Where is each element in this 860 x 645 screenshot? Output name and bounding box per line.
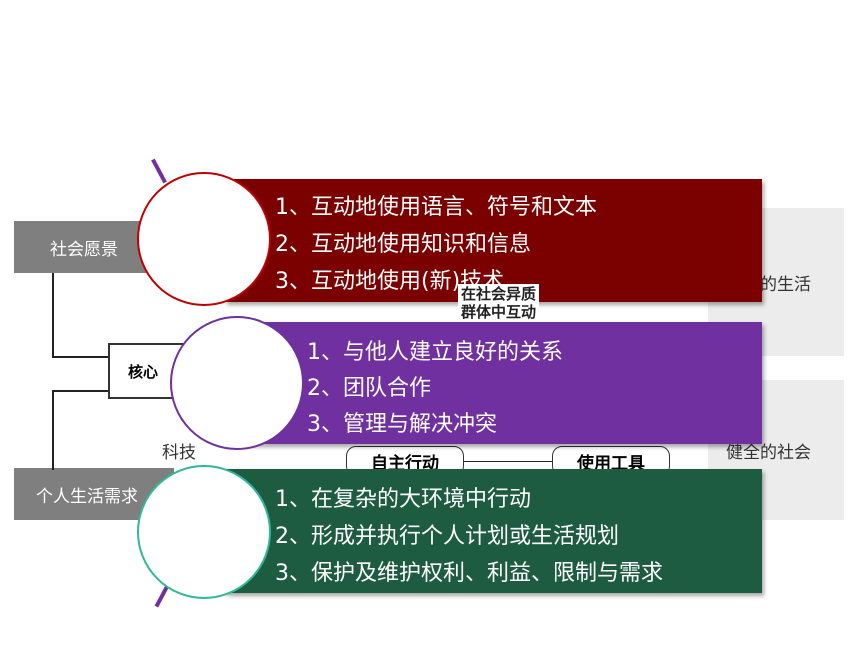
panel-autonomy: 1、在复杂的大环境中行动 2、形成并执行个人计划或生活规划 3、保护及维护权利、…: [225, 469, 762, 593]
connector-line: [52, 390, 54, 470]
panel-tools-item: 2、互动地使用知识和信息: [275, 232, 531, 257]
pill-connector: [464, 461, 554, 462]
hetero-group-label: 在社会异质 群体中互动: [458, 284, 540, 322]
circle-marker-2: [170, 316, 304, 450]
panel-autonomy-item: 1、在复杂的大环境中行动: [275, 487, 531, 512]
panel-autonomy-item: 2、形成并执行个人计划或生活规划: [275, 524, 619, 549]
personal-needs-label: 个人生活需求: [36, 486, 138, 507]
circle-marker-3: [137, 465, 271, 599]
personal-needs-box: 个人生活需求: [14, 468, 174, 520]
autonomy-pill-label: 自主行动: [371, 453, 439, 474]
social-vision-label: 社会愿景: [50, 239, 118, 260]
panel-interaction-item: 2、团队合作: [307, 376, 431, 401]
connector-line: [52, 390, 110, 392]
panel-tools-item: 1、互动地使用语言、符号和文本: [275, 195, 597, 220]
right-box-bottom-text: 健全的社会: [726, 442, 811, 463]
panel-interaction: 1、与他人建立良好的关系 2、团队合作 3、管理与解决冲突: [225, 322, 762, 444]
tech-text: 科技: [162, 443, 196, 463]
spine-line-top: [151, 158, 167, 184]
panel-tools: 1、互动地使用语言、符号和文本 2、互动地使用知识和信息 3、互动地使用(新)技…: [225, 179, 762, 302]
connector-line: [52, 273, 54, 358]
panel-autonomy-item: 3、保护及维护权利、利益、限制与需求: [275, 561, 663, 586]
hetero-group-label-line: 群体中互动: [461, 303, 537, 321]
core-label: 核心: [128, 362, 159, 381]
circle-marker-1: [137, 172, 271, 306]
tools-pill-label: 使用工具: [577, 453, 645, 474]
connector-line: [52, 356, 110, 358]
panel-interaction-item: 3、管理与解决冲突: [307, 412, 497, 437]
right-box-top-text: 的生活: [760, 274, 811, 295]
panel-interaction-item: 1、与他人建立良好的关系: [307, 340, 563, 365]
hetero-group-label-line: 在社会异质: [461, 285, 537, 303]
